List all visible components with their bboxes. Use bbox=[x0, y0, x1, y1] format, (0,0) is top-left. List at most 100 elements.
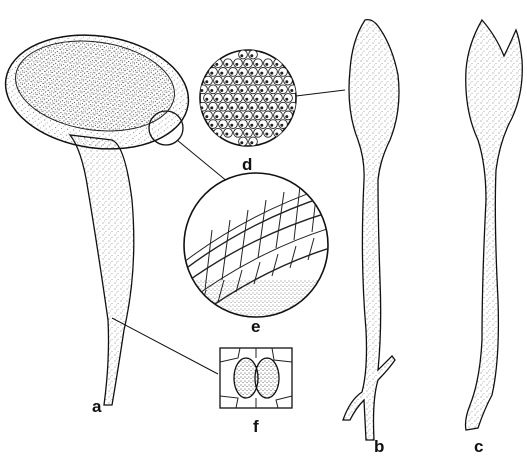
cell-nucleus bbox=[235, 115, 238, 118]
cell-nucleus bbox=[280, 89, 283, 92]
cell-nucleus bbox=[255, 98, 258, 101]
label-a: a bbox=[92, 397, 102, 416]
cell bbox=[269, 102, 278, 111]
cell-nucleus bbox=[225, 133, 228, 136]
cell bbox=[239, 68, 248, 77]
cell-nucleus bbox=[270, 124, 273, 127]
cell-nucleus bbox=[245, 133, 248, 136]
cell-nucleus bbox=[275, 98, 278, 101]
leader-line-d-b bbox=[296, 90, 345, 96]
cell-nucleus bbox=[210, 72, 213, 75]
cell bbox=[204, 111, 213, 120]
cell-nucleus bbox=[240, 124, 243, 127]
cell bbox=[209, 85, 218, 94]
inset-e-surface-detail bbox=[184, 173, 330, 320]
label-d: d bbox=[242, 155, 252, 174]
cell bbox=[284, 111, 293, 120]
cell bbox=[224, 128, 233, 137]
cell bbox=[234, 128, 243, 137]
cell bbox=[239, 85, 248, 94]
structure-b bbox=[343, 20, 399, 440]
cell-nucleus bbox=[235, 98, 238, 101]
cell-nucleus bbox=[230, 72, 233, 75]
cell-nucleus bbox=[245, 98, 248, 101]
cell bbox=[259, 120, 268, 129]
cell-nucleus bbox=[205, 115, 208, 118]
cell-nucleus bbox=[205, 80, 208, 83]
cell-nucleus bbox=[215, 115, 218, 118]
cell-nucleus bbox=[270, 106, 273, 109]
cell bbox=[259, 68, 268, 77]
cell bbox=[224, 76, 233, 85]
cell-nucleus bbox=[285, 115, 288, 118]
cell-nucleus bbox=[225, 80, 228, 83]
cell-nucleus bbox=[250, 106, 253, 109]
cell bbox=[269, 85, 278, 94]
cell-nucleus bbox=[220, 124, 223, 127]
cell bbox=[219, 102, 228, 111]
cell bbox=[239, 50, 248, 59]
inset-d-cell-section bbox=[199, 50, 345, 146]
cell bbox=[224, 94, 233, 103]
cell-nucleus bbox=[255, 115, 258, 118]
cell bbox=[244, 59, 253, 68]
cell bbox=[249, 85, 258, 94]
cell bbox=[214, 76, 223, 85]
cell-nucleus bbox=[210, 124, 213, 127]
cell-nucleus bbox=[255, 80, 258, 83]
cell bbox=[219, 120, 228, 129]
cell-nucleus bbox=[280, 72, 283, 75]
cell bbox=[249, 137, 258, 146]
cell-nucleus bbox=[245, 63, 248, 66]
cell bbox=[219, 68, 228, 77]
cell-nucleus bbox=[270, 89, 273, 92]
cell-nucleus bbox=[265, 133, 268, 136]
cell-nucleus bbox=[240, 89, 243, 92]
cell-nucleus bbox=[280, 124, 283, 127]
cell bbox=[234, 94, 243, 103]
cell-nucleus bbox=[220, 72, 223, 75]
cell bbox=[269, 68, 278, 77]
cell-nucleus bbox=[225, 98, 228, 101]
cell bbox=[269, 120, 278, 129]
cell bbox=[254, 59, 263, 68]
cell bbox=[219, 85, 228, 94]
cell-nucleus bbox=[250, 54, 253, 57]
cell bbox=[264, 111, 273, 120]
cell-nucleus bbox=[285, 98, 288, 101]
cell bbox=[244, 111, 253, 120]
cell bbox=[244, 76, 253, 85]
cell bbox=[244, 128, 253, 137]
cell bbox=[284, 76, 293, 85]
structure-c bbox=[466, 20, 523, 430]
cell bbox=[259, 85, 268, 94]
cell bbox=[249, 50, 258, 59]
cell-nucleus bbox=[205, 98, 208, 101]
cell bbox=[249, 120, 258, 129]
cell-nucleus bbox=[235, 63, 238, 66]
cell-nucleus bbox=[280, 106, 283, 109]
cell bbox=[254, 111, 263, 120]
cell-nucleus bbox=[245, 80, 248, 83]
cell bbox=[249, 102, 258, 111]
cell-nucleus bbox=[220, 106, 223, 109]
cell-nucleus bbox=[290, 106, 293, 109]
cell bbox=[254, 76, 263, 85]
cell bbox=[234, 76, 243, 85]
guard-cell-right bbox=[255, 358, 279, 398]
cell-nucleus bbox=[240, 141, 243, 144]
cell bbox=[209, 102, 218, 111]
cell bbox=[264, 76, 273, 85]
cell bbox=[234, 59, 243, 68]
cell bbox=[274, 94, 283, 103]
cell-nucleus bbox=[265, 63, 268, 66]
cell bbox=[229, 85, 238, 94]
cell-nucleus bbox=[250, 89, 253, 92]
cell-nucleus bbox=[230, 89, 233, 92]
leader-line-a-f bbox=[112, 318, 218, 374]
cell bbox=[229, 68, 238, 77]
cell-nucleus bbox=[215, 98, 218, 101]
cell bbox=[204, 94, 213, 103]
cell-nucleus bbox=[215, 63, 218, 66]
cell bbox=[239, 120, 248, 129]
